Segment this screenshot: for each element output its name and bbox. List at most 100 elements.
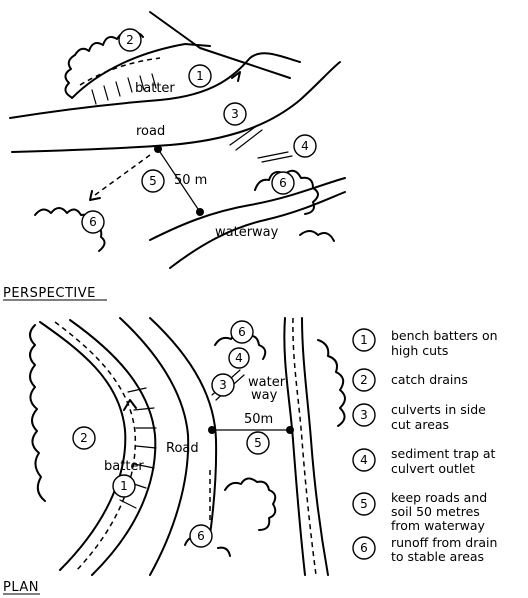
perspective-waterway-point	[196, 208, 204, 216]
perspective-marker-4	[293, 134, 317, 158]
plan-vegetation-right	[317, 339, 346, 427]
legend-marker-6-label: 6	[360, 541, 368, 555]
legend-marker-3	[352, 403, 376, 427]
plan-marker-1-label: 1	[120, 479, 128, 493]
plan-marker-3	[211, 373, 235, 397]
perspective-view: 2 1 3 4 5 6 6 batter road 50 m waterway …	[3, 11, 346, 301]
legend-marker-2-label: 2	[360, 373, 368, 387]
perspective-road-label: road	[136, 124, 165, 139]
plan-batter-hatching	[119, 387, 157, 509]
plan-batter-label: batter	[104, 459, 144, 474]
plan-road-point	[208, 426, 216, 434]
perspective-vegetation-far-right	[299, 230, 335, 242]
legend-marker-2	[352, 368, 376, 392]
plan-distance-label: 50m	[244, 412, 273, 427]
perspective-marker-6b-label: 6	[89, 215, 97, 229]
legend-marker-1	[352, 328, 376, 352]
plan-marker-5	[246, 431, 270, 455]
legend-item-6-line2: to stable areas	[391, 549, 484, 564]
perspective-ridge	[149, 11, 291, 79]
plan-marker-4-label: 4	[235, 351, 243, 365]
plan-marker-2	[72, 426, 96, 450]
legend-marker-4	[352, 448, 376, 472]
legend-item-1-line1: bench batters on	[391, 328, 498, 343]
legend-item-2-line1: catch drains	[391, 372, 468, 387]
perspective-marker-6b	[81, 210, 105, 234]
perspective-title: PERSPECTIVE	[3, 286, 96, 301]
legend-item-4-line2: culvert outlet	[391, 461, 475, 476]
legend-marker-3-label: 3	[360, 408, 368, 422]
perspective-distance-label: 50 m	[174, 173, 207, 188]
plan-marker-2-label: 2	[80, 431, 88, 445]
legend-item-4-line1: sediment trap at	[391, 446, 496, 461]
legend-item-1-line2: high cuts	[391, 343, 448, 358]
plan-waterway-label-line2: way	[251, 388, 278, 403]
plan-marker-6b-label: 6	[197, 529, 205, 543]
perspective-distance-line	[157, 148, 201, 213]
perspective-waterway-upper	[149, 177, 346, 241]
perspective-sediment-trap	[257, 151, 293, 163]
plan-marker-6b	[189, 524, 213, 548]
perspective-vegetation-lower-left	[34, 207, 106, 252]
legend-item-5-line2: soil 50 metres	[391, 504, 480, 519]
perspective-runoff-arrowhead	[89, 190, 101, 201]
legend-item-6-line1: runoff from drain	[391, 535, 497, 550]
perspective-road-point	[154, 145, 162, 153]
perspective-marker-6a	[271, 171, 295, 195]
plan-waterway-label-line1: water	[248, 375, 286, 390]
plan-view: 6 4 3 2 1 5 6 batter Road 50m water way …	[3, 317, 346, 595]
plan-road-edge-left	[119, 317, 190, 576]
perspective-culvert	[229, 124, 263, 151]
plan-waterway-left	[283, 317, 306, 576]
perspective-marker-5	[141, 169, 165, 193]
perspective-vegetation-left	[64, 54, 76, 98]
perspective-road-lower-edge	[11, 61, 341, 153]
plan-waterway-center	[292, 317, 317, 576]
perspective-marker-5-label: 5	[149, 174, 157, 188]
perspective-marker-2	[118, 28, 142, 52]
plan-batter-inner	[69, 319, 157, 576]
plan-vegetation-lower-middle	[224, 477, 277, 531]
plan-marker-4	[228, 347, 250, 369]
perspective-marker-1	[188, 64, 212, 88]
legend-marker-1-label: 1	[360, 333, 368, 347]
perspective-vegetation-right	[254, 169, 319, 215]
perspective-marker-4-label: 4	[301, 139, 309, 153]
legend-item-5-line1: keep roads and	[391, 490, 487, 505]
plan-drain-arrow	[123, 399, 137, 411]
legend-item-5-line3: from waterway	[391, 518, 486, 533]
perspective-marker-1-label: 1	[196, 69, 204, 83]
perspective-runoff-arrow	[94, 154, 151, 196]
perspective-batter-hatching	[91, 73, 157, 105]
perspective-waterway-lower	[169, 191, 346, 269]
legend-item-3-line1: culverts in side	[391, 402, 486, 417]
perspective-marker-3-label: 3	[231, 107, 239, 121]
legend-marker-6	[352, 536, 376, 560]
perspective-batter-label: batter	[135, 81, 175, 96]
perspective-road-upper-edge	[9, 52, 301, 119]
plan-marker-5-label: 5	[254, 436, 262, 450]
perspective-marker-6a-label: 6	[279, 176, 287, 190]
plan-road-edge-right	[149, 317, 218, 536]
perspective-catch-drain	[79, 57, 161, 86]
perspective-drain-arrow	[231, 71, 241, 82]
plan-marker-6a-label: 6	[238, 325, 246, 339]
plan-batter-outer	[39, 321, 127, 571]
legend-marker-5-label: 5	[360, 497, 368, 511]
legend-marker-4-label: 4	[360, 453, 368, 467]
perspective-waterway-label: waterway	[215, 225, 279, 240]
plan-vegetation-left	[29, 324, 46, 502]
plan-catch-drain	[54, 321, 137, 573]
plan-marker-1	[112, 474, 136, 498]
legend-item-3-line2: cut areas	[391, 417, 449, 432]
plan-marker-6a	[230, 320, 254, 344]
legend: 1 bench batters on high cuts 2 catch dra…	[352, 328, 498, 564]
plan-title: PLAN	[3, 580, 39, 595]
plan-marker-3-label: 3	[219, 378, 227, 392]
plan-road-label: Road	[166, 441, 199, 456]
plan-waterway-right	[301, 317, 329, 576]
legend-marker-5	[352, 492, 376, 516]
perspective-marker-3	[223, 102, 247, 126]
perspective-marker-2-label: 2	[126, 33, 134, 47]
